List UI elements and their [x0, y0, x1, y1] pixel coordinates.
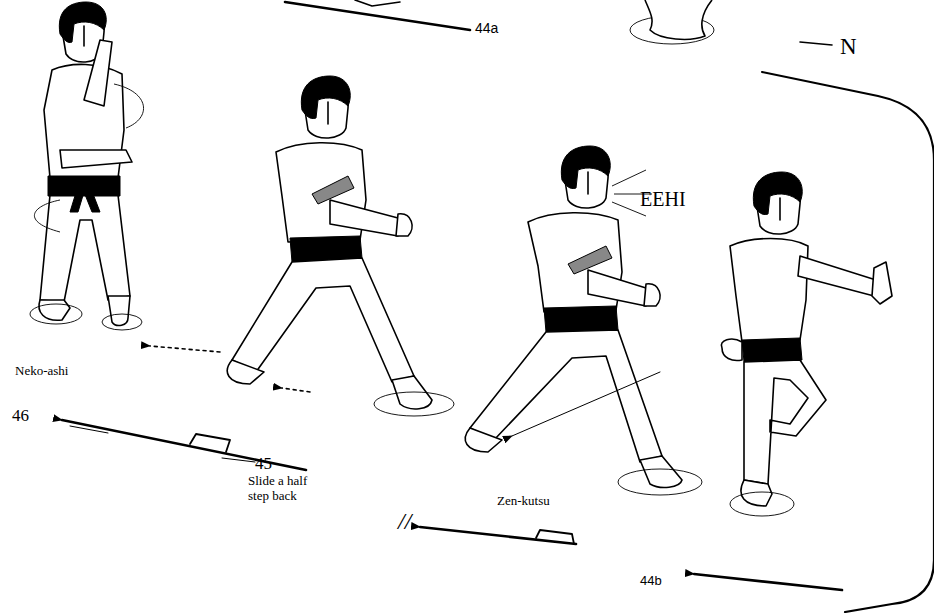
foot	[39, 300, 70, 320]
gi-jacket	[730, 239, 808, 343]
fist	[396, 214, 412, 236]
foot-circle	[102, 314, 142, 330]
foot-circle	[618, 469, 702, 495]
gi-pants	[232, 258, 414, 382]
foot	[640, 456, 682, 487]
arm	[330, 200, 398, 236]
hand	[568, 246, 612, 274]
karateka-zen-kutsu	[227, 76, 454, 416]
open-hand	[872, 262, 892, 304]
hair	[561, 146, 610, 189]
direction-arrow	[512, 372, 660, 436]
callout-number: 45	[255, 454, 272, 474]
foot-circle	[30, 304, 82, 324]
callout-number: 44a	[475, 20, 498, 36]
instruction-note: Slide a half step back	[248, 474, 330, 504]
karateka-knee-raise	[721, 172, 892, 516]
foot	[741, 480, 772, 506]
break-mark: //	[398, 508, 411, 536]
hair	[301, 76, 350, 119]
arm	[588, 270, 646, 306]
step-mark	[222, 458, 255, 462]
face-line	[779, 198, 781, 220]
stance-name: Neko-ashi	[15, 364, 68, 379]
stance-name: Zen-kutsu	[497, 494, 550, 509]
face-line	[587, 172, 589, 194]
foot-circle	[730, 492, 794, 516]
motion-arc	[114, 84, 144, 128]
hair	[59, 2, 106, 43]
foot	[108, 296, 130, 325]
foot	[465, 428, 502, 452]
floor-line	[694, 574, 842, 590]
floor-line	[285, 2, 470, 30]
open-hand	[84, 40, 112, 106]
face-line	[327, 102, 329, 124]
motion-arc	[34, 200, 60, 232]
karateka-neko-ashi	[30, 2, 144, 330]
gi-pants	[40, 195, 130, 302]
foot	[227, 360, 264, 384]
floor-line	[420, 527, 576, 544]
hair	[753, 172, 802, 215]
step-mark	[190, 434, 230, 452]
belt-knot	[70, 186, 100, 212]
foot	[645, 0, 712, 39]
compass-letter: N	[840, 34, 857, 60]
step-mark	[355, 0, 400, 6]
step-mark	[70, 426, 108, 433]
arm	[798, 256, 876, 296]
callout-number: 46	[12, 406, 29, 426]
forearm	[60, 150, 132, 168]
fist	[644, 284, 660, 306]
fist	[721, 339, 742, 360]
face-line	[83, 26, 85, 46]
gi-pants	[744, 360, 826, 484]
kiai-shout: EEHI	[640, 188, 686, 211]
step-mark	[536, 530, 574, 544]
slide-arrow	[150, 346, 220, 352]
foot-circle	[374, 392, 454, 416]
callout-number: 44b	[640, 574, 662, 589]
slide-arrow	[282, 388, 310, 392]
hand	[312, 176, 354, 204]
north-line	[800, 42, 832, 45]
karateka-zen-kutsu-kiai	[465, 146, 702, 495]
